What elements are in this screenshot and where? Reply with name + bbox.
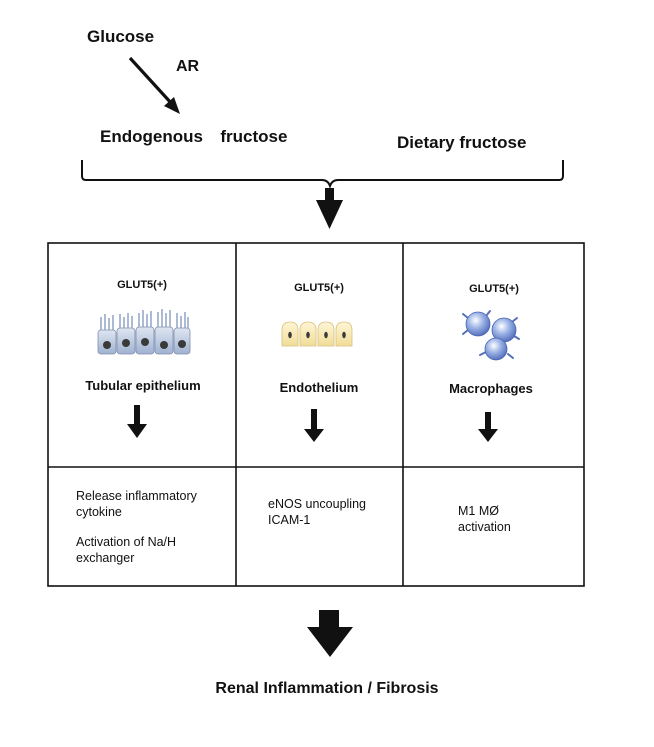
macrophages-label: Macrophages xyxy=(449,381,533,396)
glucose-to-fructose-arrow xyxy=(128,56,180,114)
macrophages-effect-2: activation xyxy=(458,520,511,534)
tubular-effect-1: Release inflammatory cytokine xyxy=(76,489,197,519)
macrophages-effect-1: M1 MØ xyxy=(458,504,499,518)
macrophages-icon xyxy=(462,310,520,361)
endothelium-effect-2: ICAM-1 xyxy=(268,513,311,527)
combining-brace xyxy=(81,160,564,190)
aldose-reductase-label: AR xyxy=(176,58,200,75)
endothelium-label: Endothelium xyxy=(279,380,359,395)
tubular-effects: Release inflammatory cytokine Activation… xyxy=(76,488,226,566)
endothelium-cells-icon xyxy=(281,321,353,347)
tubular-epithelium-label: Tubular epithelium xyxy=(85,378,201,393)
endothelium-down-arrow xyxy=(304,409,324,442)
endothelium-effects: eNOS uncoupling ICAM-1 xyxy=(268,496,398,528)
endothelium-effect-1: eNOS uncoupling xyxy=(268,497,366,511)
macrophages-effects: M1 MØ activation xyxy=(458,503,568,535)
brace-down-arrow xyxy=(316,188,343,229)
tubular-epithelium-cells-icon xyxy=(97,309,191,355)
dietary-fructose-label: Dietary fructose xyxy=(397,133,527,152)
outcome-label: Renal Inflammation / Fibrosis xyxy=(215,680,439,697)
outcome-down-arrow xyxy=(307,610,353,657)
tubular-down-arrow xyxy=(127,405,147,438)
tubular-glut5-label: GLUT5(+) xyxy=(117,279,167,291)
glucose-label: Glucose xyxy=(87,27,155,46)
endogenous-fructose-label: Endogenous fructose xyxy=(100,127,288,146)
macrophages-glut5-label: GLUT5(+) xyxy=(469,283,519,295)
cell-table-grid xyxy=(47,242,585,587)
endothelium-glut5-label: GLUT5(+) xyxy=(294,282,344,294)
macrophages-down-arrow xyxy=(478,412,498,442)
tubular-effect-2: Activation of Na/H exchanger xyxy=(76,535,177,565)
